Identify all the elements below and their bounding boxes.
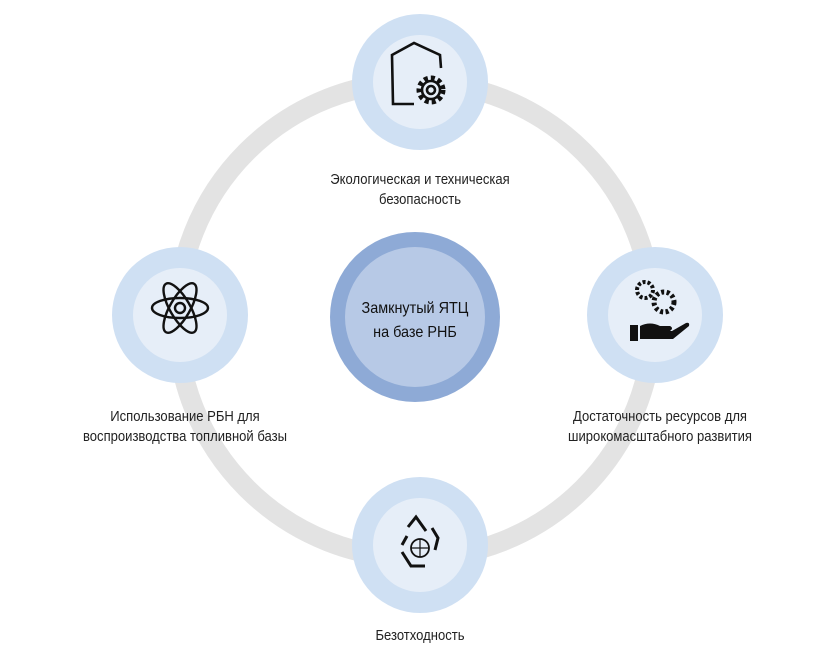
atom-icon bbox=[150, 282, 210, 334]
center-title-line2: на базе РНБ bbox=[373, 324, 457, 341]
label-top-line1: Экологическая и техническая bbox=[330, 172, 510, 188]
label-right-line1: Достаточность ресурсов для bbox=[572, 409, 748, 425]
center-node bbox=[330, 232, 500, 402]
hand-gears-icon bbox=[630, 280, 690, 341]
shield-gear-icon bbox=[390, 41, 446, 106]
recycle-globe-icon bbox=[400, 514, 440, 568]
label-right-line2: широкомасштабного развития bbox=[568, 429, 752, 445]
label-top-line2: безопасность bbox=[378, 192, 462, 208]
node-top bbox=[352, 14, 488, 150]
center-title: Замкнутый ЯТЦ на базе РНБ bbox=[343, 297, 487, 345]
label-right: Достаточность ресурсов для широкомасштаб… bbox=[543, 407, 777, 447]
label-left-line2: воспроизводства топливной базы bbox=[83, 429, 287, 445]
label-top: Экологическая и техническая безопасность bbox=[303, 170, 537, 210]
label-bottom-line1: Безотходность bbox=[375, 628, 465, 644]
node-left bbox=[112, 247, 248, 383]
center-title-line1: Замкнутый ЯТЦ bbox=[361, 300, 469, 317]
label-left-line1: Использование РБН для bbox=[110, 409, 260, 425]
node-right bbox=[587, 247, 723, 383]
node-bottom bbox=[352, 477, 488, 613]
label-left: Использование РБН для воспроизводства то… bbox=[55, 407, 316, 447]
label-bottom: Безотходность bbox=[312, 626, 528, 646]
